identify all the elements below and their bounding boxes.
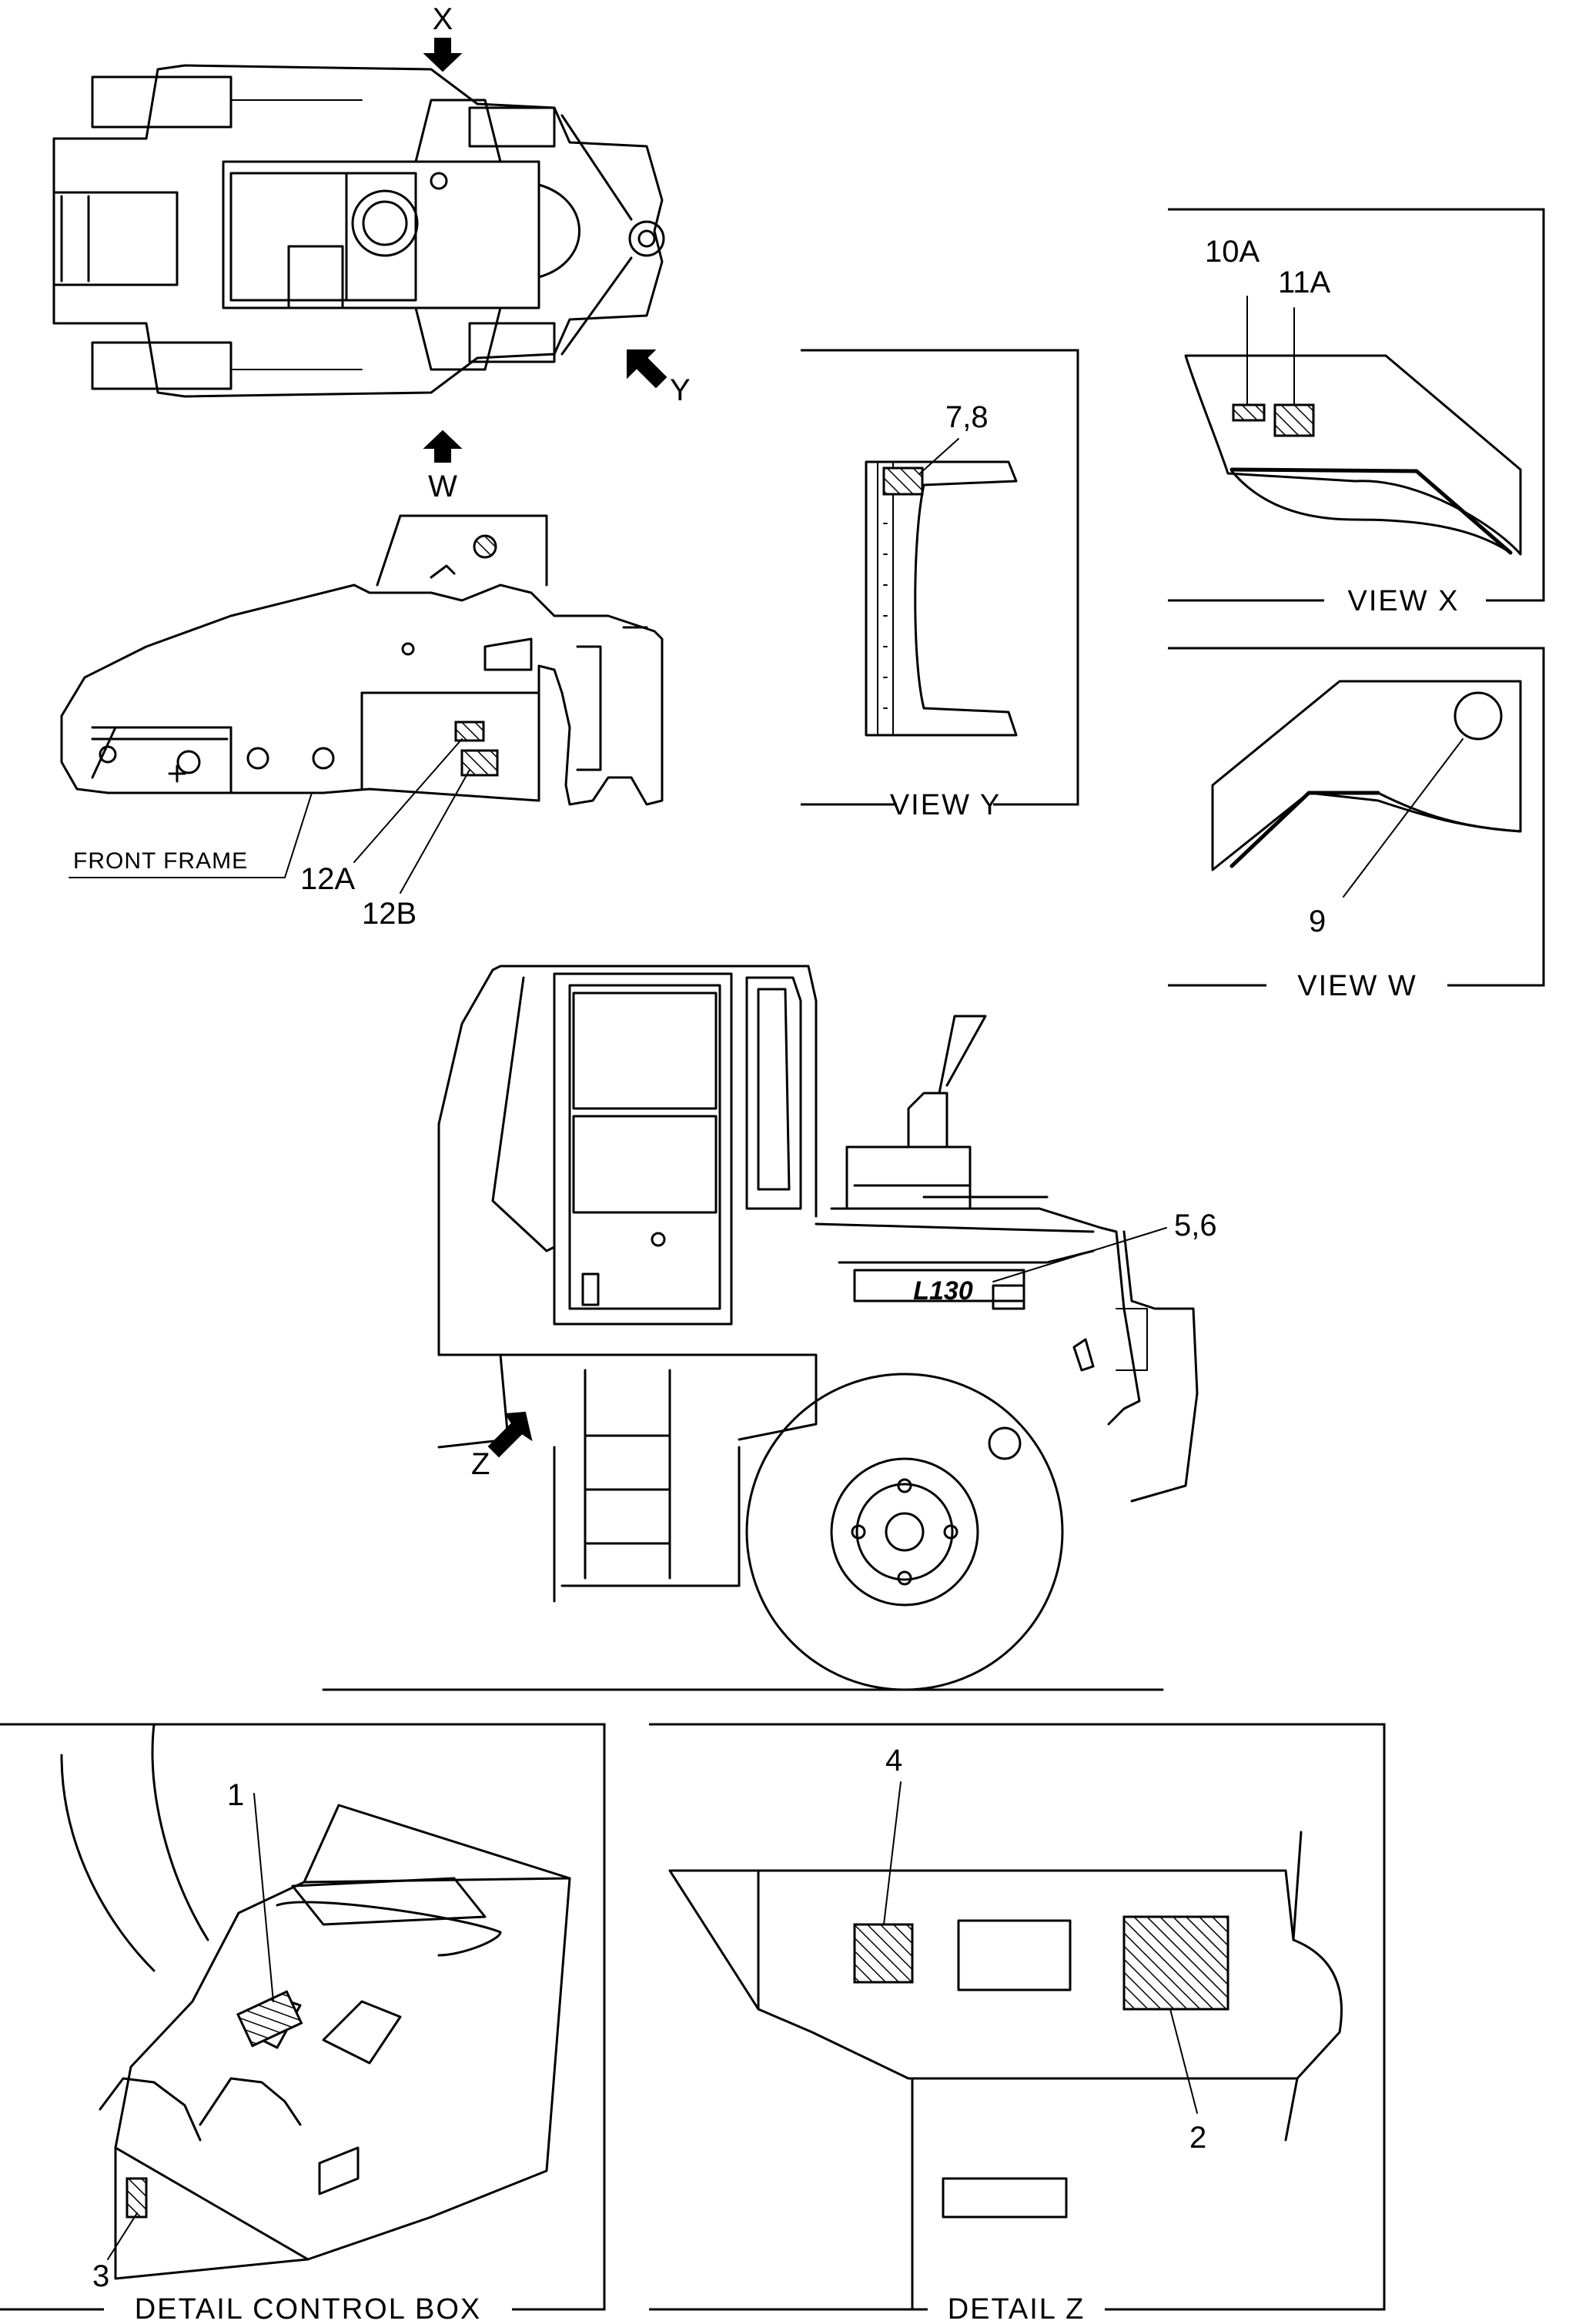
view-y-title: VIEW Y <box>890 789 1001 821</box>
frame-top-view <box>52 64 665 398</box>
arrow-z: Z <box>471 1411 533 1481</box>
front-frame-label: FRONT FRAME <box>73 848 248 874</box>
arrow-x-label: X <box>433 2 453 36</box>
detail-control-box-panel: 1 3 DETAIL CONTROL BOX <box>0 1723 606 2324</box>
part-label-12b: 12B <box>362 897 417 931</box>
arrow-w-label: W <box>428 470 457 503</box>
loader-side-view: L130 <box>322 965 1199 1691</box>
part-label-2: 2 <box>1189 2121 1206 2155</box>
part-label-1: 1 <box>227 1778 244 1812</box>
view-w-panel: 9 VIEW W <box>1168 647 1545 1002</box>
part-label-9: 9 <box>1309 905 1326 938</box>
part-label-11a: 11A <box>1278 266 1331 299</box>
leader-12a <box>353 738 463 863</box>
front-frame-leader <box>69 792 313 878</box>
detail-z-panel: 4 2 DETAIL Z <box>649 1723 1386 2324</box>
view-x-title: VIEW X <box>1347 585 1459 617</box>
part-label-4: 4 <box>885 1744 902 1777</box>
leader-5-6 <box>992 1227 1167 1282</box>
view-x-panel: 10A 11A VIEW X <box>1168 208 1545 617</box>
arrow-y: Y <box>627 349 691 407</box>
part-label-7-8: 7,8 <box>945 400 989 434</box>
part-label-10a: 10A <box>1205 235 1260 269</box>
detail-z-title: DETAIL Z <box>948 2293 1086 2324</box>
view-w-title: VIEW W <box>1297 970 1417 1002</box>
arrow-z-label: Z <box>471 1447 490 1481</box>
detail-control-box-title: DETAIL CONTROL BOX <box>135 2293 482 2324</box>
front-frame-side-view <box>60 514 664 806</box>
part-label-12a: 12A <box>300 862 355 896</box>
model-decal-text: L130 <box>913 1276 973 1306</box>
leader-12b <box>400 769 470 894</box>
part-label-3: 3 <box>92 2259 109 2293</box>
arrow-x: X <box>423 2 463 72</box>
arrow-w: W <box>423 430 463 503</box>
arrow-y-label: Y <box>670 373 691 407</box>
view-y-panel: 7,8 VIEW Y <box>801 349 1079 821</box>
part-label-5-6: 5,6 <box>1174 1209 1217 1242</box>
